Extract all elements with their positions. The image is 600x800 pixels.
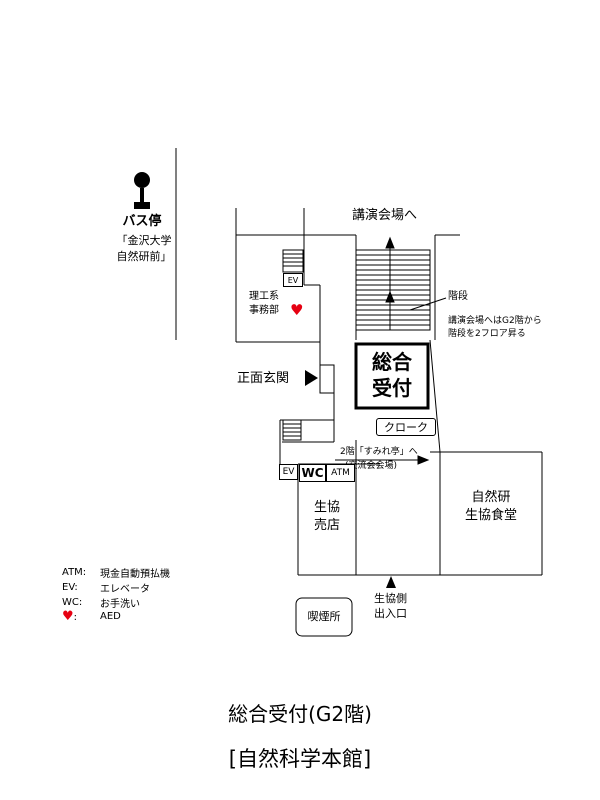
stairs-label: 階段 [448, 291, 468, 302]
aed-heart-icon: ♥ [290, 301, 304, 319]
coop-entrance-arrow [386, 576, 396, 588]
main-entrance-arrow [305, 370, 318, 386]
legend-aed-colon: : [73, 612, 78, 623]
legend-atm: ATM: 現金自動預払機 [62, 565, 170, 580]
cafeteria-line2: 生協食堂 [464, 508, 517, 523]
smoking-area-label: 喫煙所 [307, 610, 341, 623]
legend-ev: EV: エレベータ [62, 580, 150, 595]
legend-wc: WC: お手洗い [62, 595, 140, 610]
cafeteria-line1: 自然研 [471, 490, 511, 505]
lecture-hall-label: 講演会場へ [352, 208, 418, 223]
small-stairs-upper [282, 249, 304, 273]
ev-upper: EV [283, 273, 303, 287]
cloak-label: クローク [384, 421, 428, 434]
bus-stop-icon [134, 172, 150, 209]
sumiretei-line1: 2階「すみれ亭」へ [340, 447, 418, 457]
ev-lower: EV [279, 464, 298, 480]
legend-heart-icon: ♥ [62, 609, 74, 624]
atm-box: ATM [326, 464, 355, 482]
small-stairs-lower [282, 419, 302, 441]
reception-line2: 受付 [372, 376, 412, 400]
legend-ev-value: エレベータ [100, 584, 150, 595]
ev-lower-label: EV [282, 467, 295, 477]
reception-line1: 総合 [372, 350, 412, 374]
legend-wc-key: WC: [62, 597, 83, 608]
legend-aed: ♥: AED [62, 609, 121, 624]
stairs-note-line2: 階段を2フロア昇る [448, 329, 526, 339]
legend-aed-value: AED [100, 611, 121, 622]
legend-ev-key: EV: [62, 582, 78, 593]
sumiretei-line2: (交流会会場) [345, 461, 398, 471]
bus-stop-name-line2: 自然研前」 [116, 250, 172, 263]
legend-aed-key: ♥: [62, 609, 100, 624]
coop-entrance-line1: 生協側 [374, 592, 407, 605]
smoking-area-box [295, 597, 353, 637]
main-stairs [355, 249, 431, 331]
legend-atm-key: ATM: [62, 567, 87, 578]
stairs-note-line1: 講演会場へはG2階から [448, 316, 542, 326]
legend-wc-value: お手洗い [100, 599, 140, 610]
science-office-line2: 事務部 [249, 305, 279, 316]
atm-label: ATM [331, 468, 350, 478]
page-title: 総合受付(G2階) [228, 702, 372, 726]
wc-box: WC [299, 464, 326, 482]
bus-stop-label: バス停 [122, 214, 162, 229]
stairs-pointer [409, 297, 447, 311]
legend-atm-value: 現金自動預払機 [100, 569, 170, 580]
coop-entrance-line2: 出入口 [374, 607, 407, 620]
bus-stop-name-line1: 「金沢大学 [116, 234, 172, 247]
cloak-box: クローク [376, 418, 436, 436]
ev-upper-label: EV [287, 275, 299, 285]
science-office-line1: 理工系 [249, 291, 279, 302]
stairs-up-arrows [385, 236, 395, 330]
wc-label: WC [301, 466, 324, 480]
reception-box [354, 342, 430, 410]
main-entrance-label: 正面玄関 [237, 371, 290, 386]
page-subtitle: [自然科学本館] [228, 747, 372, 771]
sumiretei-arrow [335, 455, 430, 465]
coop-store-line2: 売店 [313, 518, 340, 533]
coop-store-line1: 生協 [313, 500, 340, 515]
